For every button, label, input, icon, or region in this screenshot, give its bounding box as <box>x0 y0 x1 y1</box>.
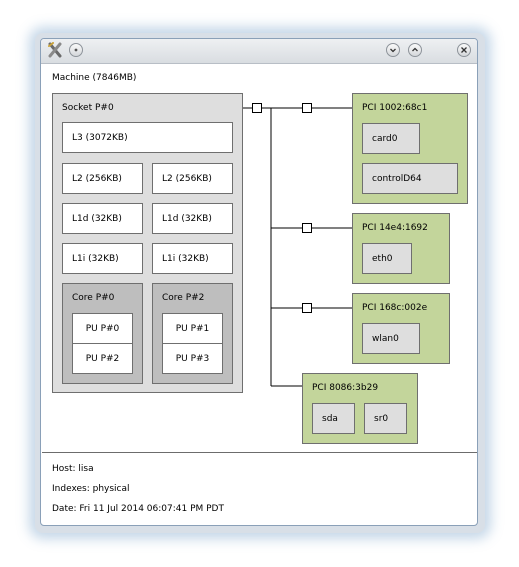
pu-label: PU P#3 <box>175 354 210 364</box>
machine-label: Machine (7846MB) <box>52 73 137 83</box>
os-device-label: wlan0 <box>372 334 399 344</box>
pu-label: PU P#0 <box>85 324 120 334</box>
pci-device-box[interactable]: PCI 168c:002e wlan0 <box>352 293 450 364</box>
legend-date: Date: Fri 11 Jul 2014 06:07:41 PM PDT <box>52 504 224 514</box>
close-button[interactable] <box>457 43 471 57</box>
pci-device-label: PCI 168c:002e <box>362 303 428 313</box>
os-device-box[interactable]: eth0 <box>362 243 412 274</box>
lstopo-window: Machine (7846MB) Socket P#0 L3 (3072KB) <box>40 38 478 526</box>
os-device-label: controlD64 <box>372 174 422 184</box>
dot-icon <box>74 48 78 52</box>
pci-device-box[interactable]: PCI 14e4:1692 eth0 <box>352 213 450 284</box>
l2-cache-label: L2 (256KB) <box>162 174 212 184</box>
host-bridge-node <box>252 103 262 113</box>
pu-box[interactable]: PU P#2 <box>72 343 133 374</box>
os-device-label: sr0 <box>374 414 389 424</box>
bus-connectors <box>242 103 352 387</box>
legend-indexes: Indexes: physical <box>52 484 130 494</box>
pci-bridge-node <box>302 103 312 113</box>
l1i-cache-box[interactable]: L1i (32KB) <box>62 243 143 274</box>
os-device-box[interactable]: card0 <box>362 123 420 154</box>
core-label: Core P#0 <box>72 293 115 303</box>
core-label: Core P#2 <box>162 293 205 303</box>
pu-label: PU P#2 <box>85 354 120 364</box>
l1i-cache-label: L1i (32KB) <box>162 254 209 264</box>
core-box[interactable]: Core P#2 PU P#1 PU P#3 <box>152 283 233 384</box>
minimize-button[interactable] <box>386 43 400 57</box>
pu-label: PU P#1 <box>175 324 210 334</box>
topology-canvas: Machine (7846MB) Socket P#0 L3 (3072KB) <box>42 64 477 453</box>
core-box[interactable]: Core P#0 PU P#0 PU P#2 <box>62 283 143 384</box>
l3-cache-box[interactable]: L3 (3072KB) <box>62 122 233 153</box>
l1d-cache-label: L1d (32KB) <box>72 214 122 224</box>
os-device-label: card0 <box>372 134 398 144</box>
maximize-button[interactable] <box>408 43 422 57</box>
os-device-box[interactable]: sr0 <box>364 403 407 434</box>
os-device-box[interactable]: sda <box>312 403 355 434</box>
pu-box[interactable]: PU P#1 <box>162 313 223 344</box>
pci-bridge-node <box>302 303 312 313</box>
pci-device-label: PCI 8086:3b29 <box>312 383 379 393</box>
os-device-box[interactable]: controlD64 <box>362 163 458 194</box>
os-device-box[interactable]: wlan0 <box>362 323 420 354</box>
os-device-label: eth0 <box>372 254 393 264</box>
pci-device-label: PCI 1002:68c1 <box>362 103 428 113</box>
l1d-cache-label: L1d (32KB) <box>162 214 212 224</box>
close-icon <box>461 47 467 53</box>
l1d-cache-box[interactable]: L1d (32KB) <box>152 203 233 234</box>
legend-host: Host: lisa <box>52 464 94 474</box>
title-bar[interactable] <box>41 39 477 64</box>
window-menu-button[interactable] <box>69 43 83 57</box>
l1i-cache-label: L1i (32KB) <box>72 254 119 264</box>
pci-device-box[interactable]: PCI 8086:3b29 sda sr0 <box>302 373 418 444</box>
pu-box[interactable]: PU P#3 <box>162 343 223 374</box>
pu-box[interactable]: PU P#0 <box>72 313 133 344</box>
os-device-label: sda <box>322 414 338 424</box>
pci-device-box[interactable]: PCI 1002:68c1 card0 controlD64 <box>352 93 468 204</box>
socket-box[interactable]: Socket P#0 L3 (3072KB) L2 (256KB) L2 (25… <box>52 93 243 393</box>
l2-cache-box[interactable]: L2 (256KB) <box>62 163 143 194</box>
l2-cache-box[interactable]: L2 (256KB) <box>152 163 233 194</box>
l3-cache-label: L3 (3072KB) <box>72 133 128 143</box>
pci-bridge-node <box>302 223 312 233</box>
chevron-down-icon <box>390 48 396 53</box>
chevron-up-icon <box>412 47 418 52</box>
l1d-cache-box[interactable]: L1d (32KB) <box>62 203 143 234</box>
app-icon <box>48 42 62 58</box>
l2-cache-label: L2 (256KB) <box>72 174 122 184</box>
pci-device-label: PCI 14e4:1692 <box>362 223 428 233</box>
l1i-cache-box[interactable]: L1i (32KB) <box>152 243 233 274</box>
legend: Host: lisa Indexes: physical Date: Fri 1… <box>42 455 477 525</box>
socket-label: Socket P#0 <box>62 103 114 113</box>
